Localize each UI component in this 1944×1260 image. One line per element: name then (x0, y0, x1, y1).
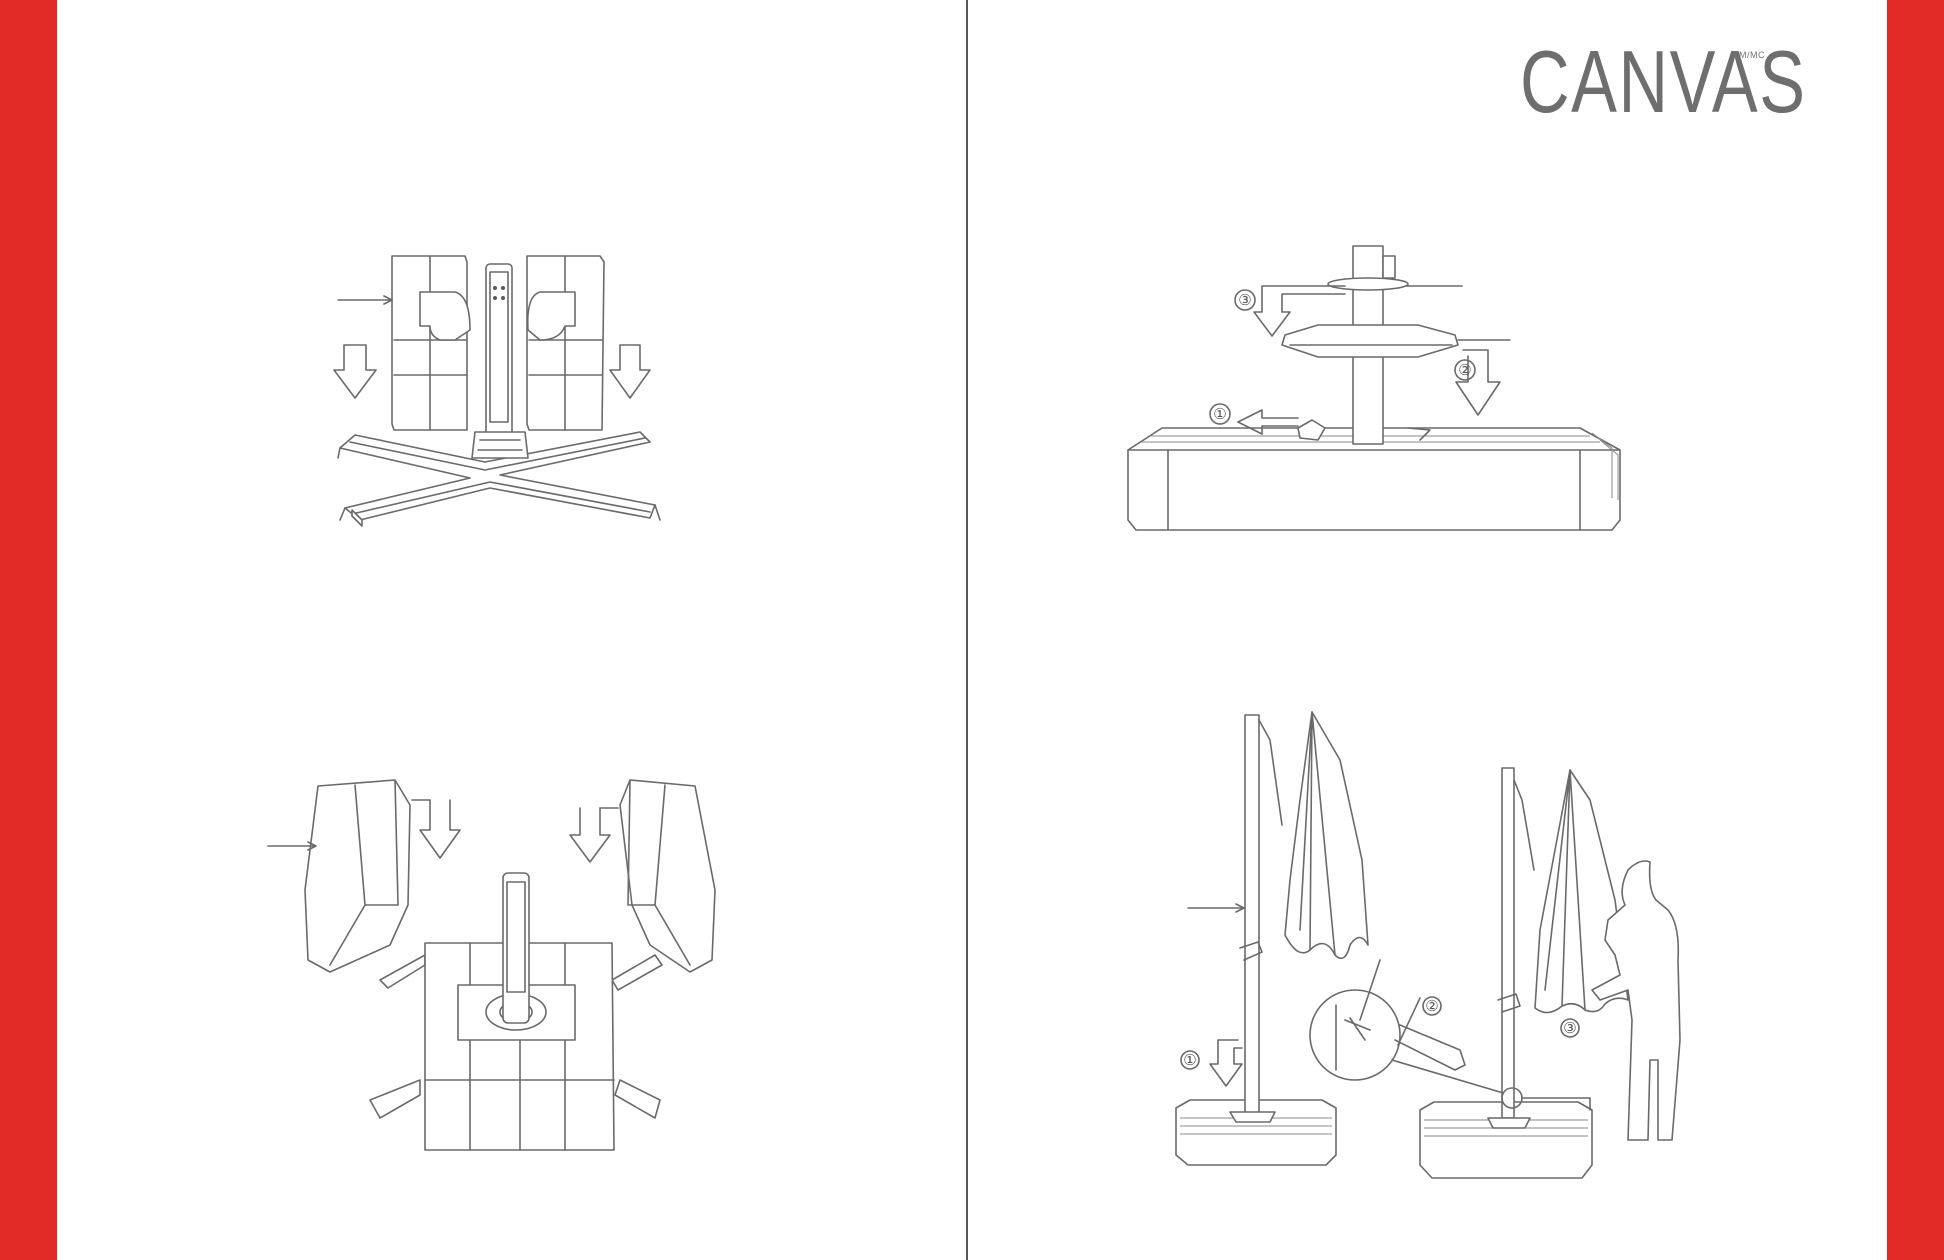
figure-cross-base-weights (334, 256, 660, 526)
step-2-label-top: ② (1458, 361, 1471, 379)
step-1-label-top: ① (1213, 405, 1226, 423)
step-3-label-bottom: ③ (1563, 1019, 1576, 1037)
figure-base-plate: ③ ② ① (1128, 246, 1620, 530)
step-1-label-bottom: ① (1183, 1051, 1196, 1069)
figure-umbrella-operation: ① ② ③ (1176, 712, 1680, 1178)
step-2-label-bottom: ② (1425, 997, 1438, 1015)
figure-side-weights (268, 780, 715, 1150)
step-3-label-top: ③ (1238, 291, 1251, 309)
